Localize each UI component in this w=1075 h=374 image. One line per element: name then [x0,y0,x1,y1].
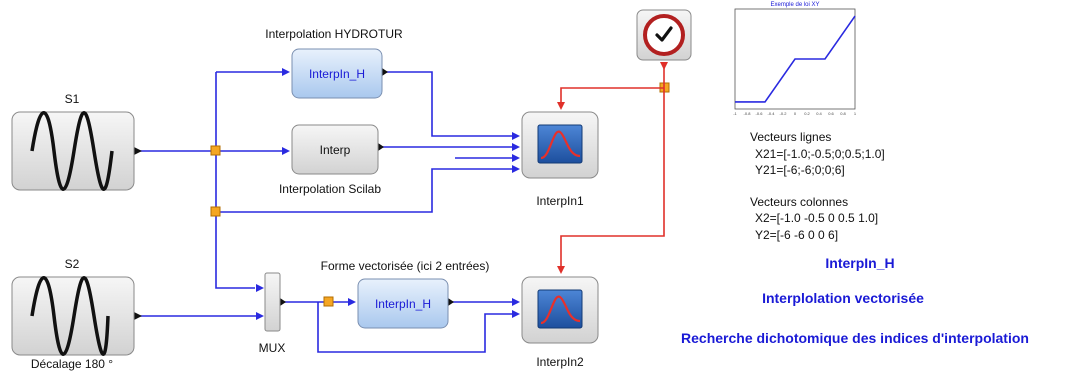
note-y2: Y2=[-6 -6 0 0 6] [755,228,838,242]
wire-event-scope1[interactable] [560,87,664,104]
wire-trunk[interactable] [215,72,255,289]
scope-icon [537,124,583,164]
source-block-s2[interactable]: S2 Décalage 180 ° [11,257,135,371]
plot-x-tick-label: 0.6 [828,111,834,116]
plot-ticks: -1 -0.8 -0.6 -0.4 -0.2 0 0.2 0.4 0.6 0.8 1 [733,111,857,116]
block-caption: Interpolation Scilab [279,182,381,196]
note-interp-h: InterpIn_H [825,255,894,271]
plot-x-tick-label: 0 [794,111,797,116]
plot-x-tick-label: -0.6 [756,111,764,116]
source-s2-title: S2 [65,257,80,271]
note-cols-heading: Vecteurs colonnes [750,195,848,209]
block-caption: Interpolation HYDROTUR [265,27,403,41]
plot-x-tick-label: -0.2 [780,111,788,116]
note-x2: X2=[-1.0 -0.5 0 0.5 1.0] [755,211,878,225]
block-interp-h-top[interactable]: Interpolation HYDROTUR InterpIn_H [265,27,403,99]
block-label: InterpIn_H [375,297,431,311]
block-interp-h-vec[interactable]: Forme vectorisée (ici 2 entrées) InterpI… [321,259,490,329]
wire-event-scope2[interactable] [560,88,665,268]
plot-x-tick-label: -1 [733,111,737,116]
split-point[interactable] [210,206,221,217]
split-point[interactable] [323,296,334,307]
xy-plot: Exemple de loi XY -1 -0.8 -0.6 -0.4 -0.2 0 0.2… [733,2,857,116]
wire-vector-bypass[interactable] [317,302,512,353]
plot-x-tick-label: 0.8 [840,111,846,116]
block-caption: InterpIn1 [536,194,584,208]
notes: Vecteurs lignes X21=[-1.0;-0.5;0;0.5;1.0… [681,130,1029,346]
block-caption: MUX [259,341,286,355]
sine-wave-icon [30,276,110,356]
plot-x-tick-label: 1 [854,111,857,116]
plot-x-tick-label: -0.8 [744,111,752,116]
wire-reference[interactable] [216,168,512,213]
event-arrowheads [557,62,668,274]
source-block-s1[interactable]: S1 [11,92,135,191]
source-s1-title: S1 [65,92,80,106]
plot-series-line [735,15,856,103]
sine-wave-icon [30,111,114,191]
block-clock[interactable] [636,9,692,61]
note-y21: Y21=[-6;-6;0;0;6] [755,163,845,177]
block-label: InterpIn_H [309,67,365,81]
block-scope-1[interactable]: InterpIn1 [521,111,599,208]
note-vectorised: Interplolation vectorisée [762,290,924,306]
output-ports [134,68,454,320]
scope-icon [537,289,583,329]
signal-wires [135,71,512,353]
plot-x-tick-label: 0.2 [804,111,810,116]
block-label: Interp [320,143,351,157]
block-caption: InterpIn2 [536,355,584,369]
note-x21: X21=[-1.0;-0.5;0;0.5;1.0] [755,147,885,161]
clock-icon [643,14,685,56]
plot-x-tick-label: 0.4 [816,111,822,116]
block-interp-scilab[interactable]: Interp Interpolation Scilab [279,124,381,196]
plot-title: Exemple de loi XY [770,2,819,8]
wire-interp-h-out[interactable] [382,71,512,137]
plot-x-tick-label: -0.4 [768,111,776,116]
wire-direct-s1[interactable] [216,151,512,159]
arrowheads [256,68,520,320]
block-scope-2[interactable]: InterpIn2 [521,276,599,369]
note-rows-heading: Vecteurs lignes [750,130,831,144]
source-s2-caption: Décalage 180 ° [31,357,113,371]
note-dichotomy: Recherche dichotomique des indices d'int… [681,330,1029,346]
block-caption: Forme vectorisée (ici 2 entrées) [321,259,490,273]
split-point[interactable] [210,145,221,156]
block-mux[interactable]: MUX [259,272,286,355]
